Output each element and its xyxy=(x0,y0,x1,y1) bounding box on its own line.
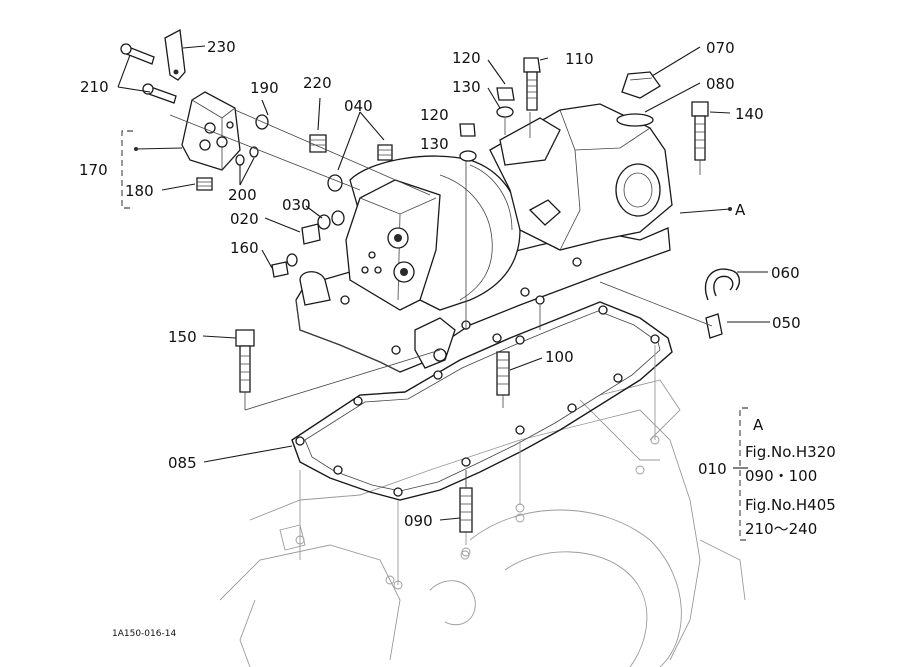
label-080: 080 xyxy=(706,75,735,93)
label-170: 170 xyxy=(79,161,108,179)
label-100: 100 xyxy=(545,348,574,366)
label-220: 220 xyxy=(303,74,332,92)
note-line-5: 210～240 xyxy=(745,520,817,538)
label-120-top: 120 xyxy=(452,49,481,67)
label-210: 210 xyxy=(80,78,109,96)
label-040: 040 xyxy=(344,97,373,115)
label-230: 230 xyxy=(207,38,236,56)
label-200: 200 xyxy=(228,186,257,204)
label-110: 110 xyxy=(565,50,594,68)
label-120-bottom: 120 xyxy=(420,106,449,124)
label-190: 190 xyxy=(250,79,279,97)
gasket-085 xyxy=(291,301,673,501)
label-130-bottom: 130 xyxy=(420,135,449,153)
label-070: 070 xyxy=(706,39,735,57)
label-030: 030 xyxy=(282,196,311,214)
label-050: 050 xyxy=(772,314,801,332)
label-130-top: 130 xyxy=(452,78,481,96)
label-060: 060 xyxy=(771,264,800,282)
label-090: 090 xyxy=(404,512,433,530)
label-A: A xyxy=(735,201,746,219)
label-160: 160 xyxy=(230,239,259,257)
note-line-4: Fig.No.H405 xyxy=(745,496,836,514)
label-180: 180 xyxy=(125,182,154,200)
part-labels: 230 210 190 220 040 120 130 120 130 110 … xyxy=(79,38,801,530)
engine-block-outline xyxy=(219,379,746,667)
note-line-3: 090・100 xyxy=(745,467,817,485)
label-140: 140 xyxy=(735,105,764,123)
leader-dots xyxy=(134,147,732,211)
note-block: A Fig.No.H320 090・100 Fig.No.H405 210～24… xyxy=(745,416,836,538)
label-020: 020 xyxy=(230,210,259,228)
valve-block-170 xyxy=(120,28,269,191)
label-150: 150 xyxy=(168,328,197,346)
small-parts xyxy=(235,57,741,533)
hydraulic-housing xyxy=(295,103,673,373)
figure-code: 1A150-016-14 xyxy=(112,629,176,639)
label-085: 085 xyxy=(168,454,197,472)
note-line-2: Fig.No.H320 xyxy=(745,443,836,461)
note-line-1: A xyxy=(753,416,764,434)
label-010: 010 xyxy=(698,460,727,478)
leader-lines xyxy=(117,45,770,541)
